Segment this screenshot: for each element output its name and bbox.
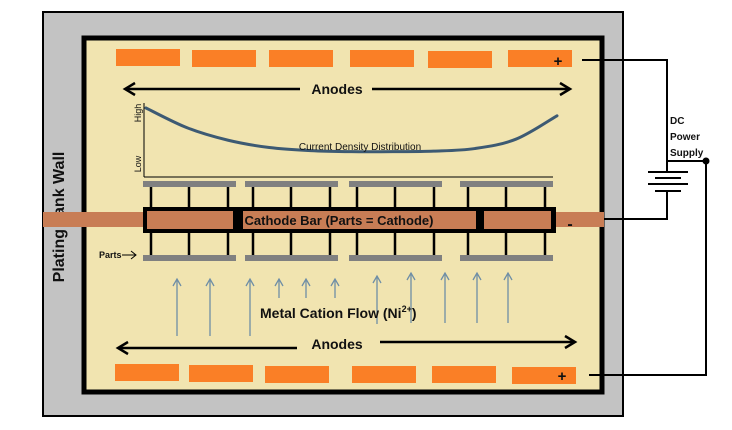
part-bottom (143, 255, 236, 261)
cation-arrow-head (245, 277, 255, 287)
part-racks (143, 181, 553, 261)
current-density-chart: High Low Current Density Distribution (133, 103, 559, 178)
cation-arrow-head (274, 277, 284, 287)
part-top (349, 181, 442, 187)
top-anodes-arrow (122, 81, 573, 97)
top-anodes (116, 49, 572, 68)
cation-arrow-head (301, 277, 311, 287)
cation-arrow-head (372, 274, 382, 284)
supply-link-wire (589, 160, 707, 376)
cation-arrow-head (172, 277, 182, 287)
anode (192, 50, 256, 67)
cation-flow-text: Metal Cation Flow (Ni (260, 305, 402, 321)
cathode-bar-segment (484, 211, 551, 229)
power-supply-line: DC (670, 116, 684, 127)
anode (512, 367, 576, 384)
chart-title: Current Density Distribution (299, 142, 421, 153)
cathode-bar-segment (243, 211, 476, 229)
cation-arrow-head (205, 277, 215, 287)
junction-dot (702, 157, 710, 165)
anode (265, 366, 329, 383)
chart-y-low-label: Low (133, 155, 143, 172)
cathode-bar-label: Cathode Bar (Parts = Cathode) (245, 213, 434, 228)
power-supply-line: Power (670, 132, 700, 143)
cation-flow-label: Metal Cation Flow (Ni2+) (260, 304, 417, 321)
bottom-anode-plus: + (558, 368, 567, 385)
bottom-anodes-label: Anodes (311, 336, 363, 352)
parts-pointer-arrow (122, 250, 137, 260)
power-supply-line: Supply (670, 148, 704, 159)
anode (269, 50, 333, 67)
bottom-anodes (115, 364, 576, 384)
top-anodes-label: Anodes (311, 81, 363, 97)
cation-flow-close: ) (412, 305, 417, 321)
power-supply-label: DC Power Supply (670, 116, 704, 159)
anode (189, 365, 253, 382)
cathode-bar-left-stub (43, 212, 86, 227)
anode (432, 366, 496, 383)
anode (352, 366, 416, 383)
part-bottom (349, 255, 442, 261)
current-density-curve (144, 106, 559, 154)
chart-y-high-label: High (133, 104, 143, 123)
cation-arrow-head (472, 271, 482, 281)
anode (350, 50, 414, 67)
part-bottom (460, 255, 553, 261)
cation-arrow-head (406, 271, 416, 281)
top-anode-wire (582, 59, 668, 172)
anode (428, 51, 492, 68)
anode (508, 50, 572, 67)
parts-label: Parts (99, 250, 122, 260)
part-top (460, 181, 553, 187)
cation-charge: 2+ (402, 304, 412, 314)
cathode-minus: - (567, 216, 572, 233)
cation-arrow-head (503, 271, 513, 281)
cation-flow-arrows (172, 271, 513, 336)
cation-arrow-head (330, 277, 340, 287)
part-top (245, 181, 338, 187)
anode (116, 49, 180, 66)
anode (115, 364, 179, 381)
part-bottom (245, 255, 338, 261)
bottom-anodes-arrow (115, 334, 578, 356)
part-top (143, 181, 236, 187)
power-wiring (582, 59, 707, 376)
cation-arrow-head (440, 271, 450, 281)
cathode-bar-segment (147, 211, 233, 229)
cathode-wire (604, 191, 668, 220)
top-anode-plus: + (554, 53, 563, 70)
